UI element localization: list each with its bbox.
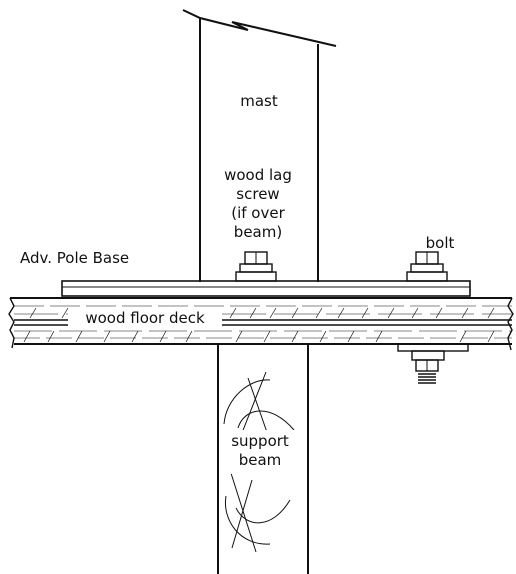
mast <box>182 9 337 282</box>
label-pole-base: Adv. Pole Base <box>20 249 129 267</box>
label-bolt: bolt <box>426 234 455 252</box>
label-lag-screw-4: beam) <box>234 223 282 241</box>
support-beam <box>217 344 309 574</box>
label-beam-2: beam <box>239 451 282 469</box>
lag-screw <box>235 251 277 282</box>
label-lag-screw-2: screw <box>236 185 279 203</box>
label-mast: mast <box>240 92 278 110</box>
bolt-bottom <box>397 343 469 384</box>
label-lag-screw-1: wood lag <box>224 166 292 184</box>
label-lag-screw-3: (if over <box>231 204 285 222</box>
pole-base-plate <box>61 280 471 297</box>
label-beam-1: support <box>231 432 289 450</box>
wood-floor-deck <box>8 297 514 351</box>
label-floor-deck: wood floor deck <box>85 309 205 327</box>
bolt-top <box>406 251 448 282</box>
